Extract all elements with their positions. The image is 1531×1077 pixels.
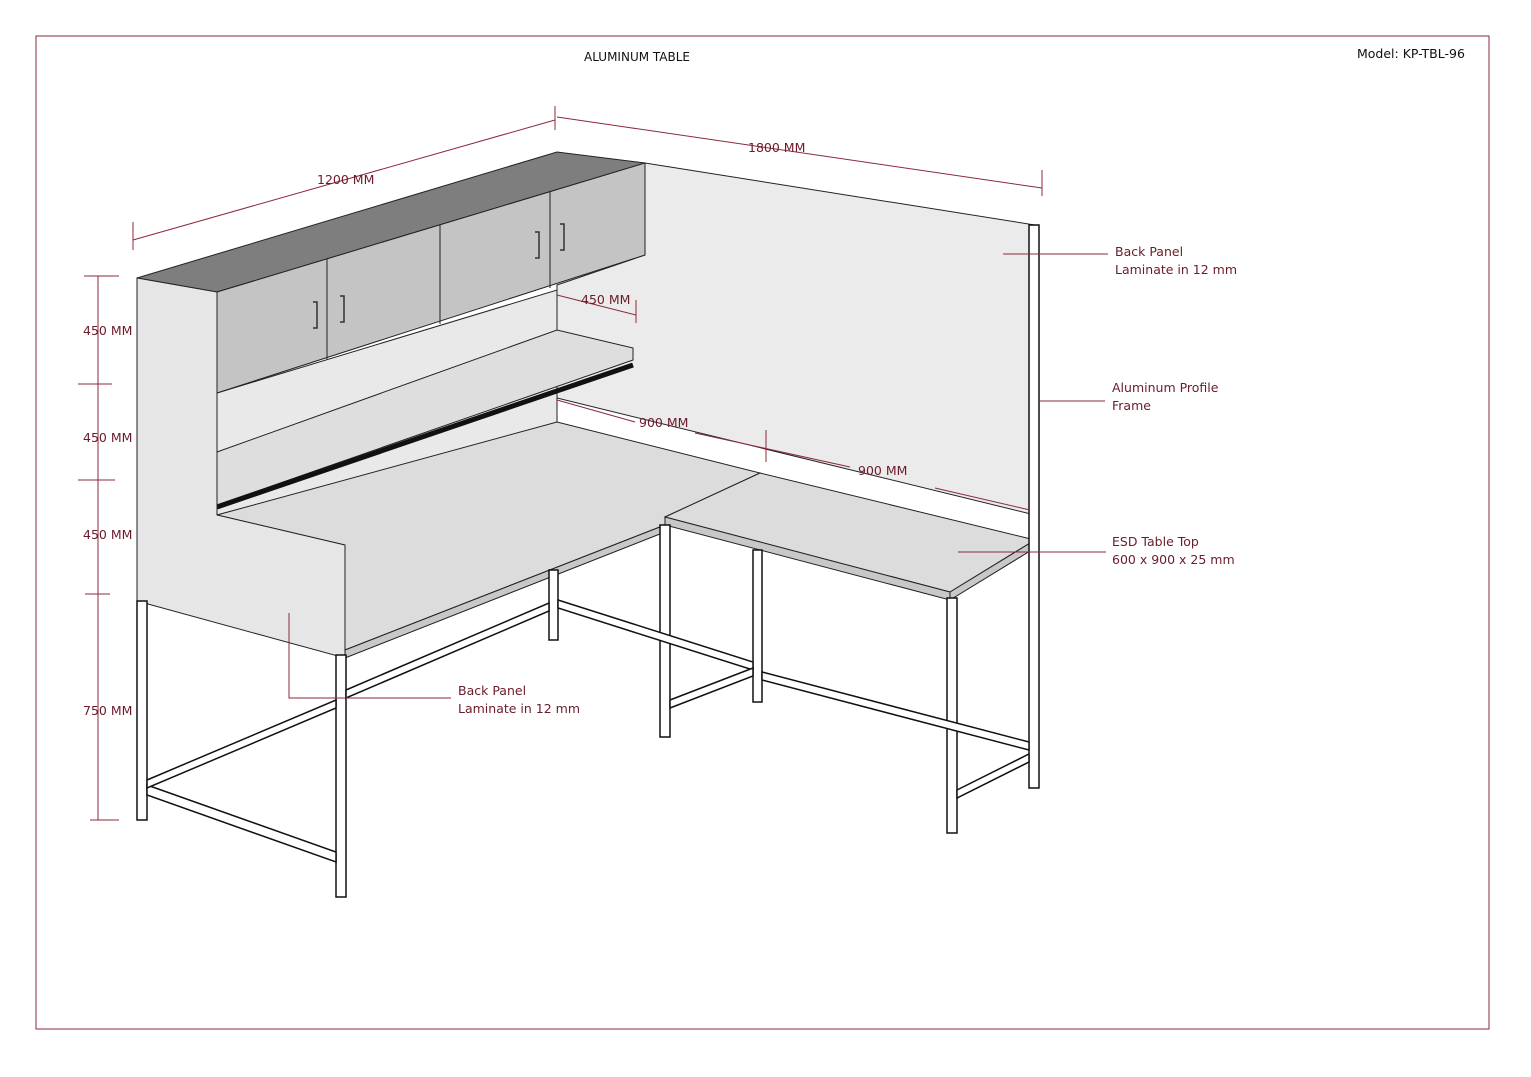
model-number: Model: KP-TBL-96 xyxy=(1357,46,1465,61)
dim-depth-a: 900 MM xyxy=(639,415,689,430)
callout-back-panel-left: Back Panel Laminate in 12 mm xyxy=(458,682,580,718)
callout-line: Back Panel xyxy=(458,683,527,698)
callout-line: Aluminum Profile xyxy=(1112,380,1219,395)
callout-line: Laminate in 12 mm xyxy=(1115,262,1238,277)
dim-height-shelf: 450 MM xyxy=(83,430,133,445)
dimension-lines xyxy=(78,106,1108,821)
dim-width-left: 1200 MM xyxy=(317,172,375,187)
dim-shelf-depth: 450 MM xyxy=(581,292,631,307)
door-handles xyxy=(313,223,565,329)
dim-width-back: 1800 MM xyxy=(748,140,806,155)
table-illustration xyxy=(136,151,1040,898)
drawing-border xyxy=(35,35,1490,1030)
dim-height-panel: 450 MM xyxy=(83,527,133,542)
callout-line: 600 x 900 x 25 mm xyxy=(1112,552,1235,567)
aluminum-frame xyxy=(136,224,1040,898)
callout-profile-frame: Aluminum Profile Frame xyxy=(1112,379,1218,415)
callout-back-panel-right: Back Panel Laminate in 12 mm xyxy=(1115,243,1237,279)
callout-line: Laminate in 12 mm xyxy=(458,701,581,716)
callout-line: Frame xyxy=(1112,398,1151,413)
shelf-profile xyxy=(216,362,634,510)
callout-table-top: ESD Table Top 600 x 900 x 25 mm xyxy=(1112,533,1235,569)
callout-line: Back Panel xyxy=(1115,244,1184,259)
dim-depth-b: 900 MM xyxy=(858,463,908,478)
drawing-title: ALUMINUM TABLE xyxy=(584,50,691,64)
callout-line: ESD Table Top xyxy=(1112,534,1199,549)
dim-height-table: 750 MM xyxy=(83,703,133,718)
dim-height-cabinet: 450 MM xyxy=(83,323,133,338)
